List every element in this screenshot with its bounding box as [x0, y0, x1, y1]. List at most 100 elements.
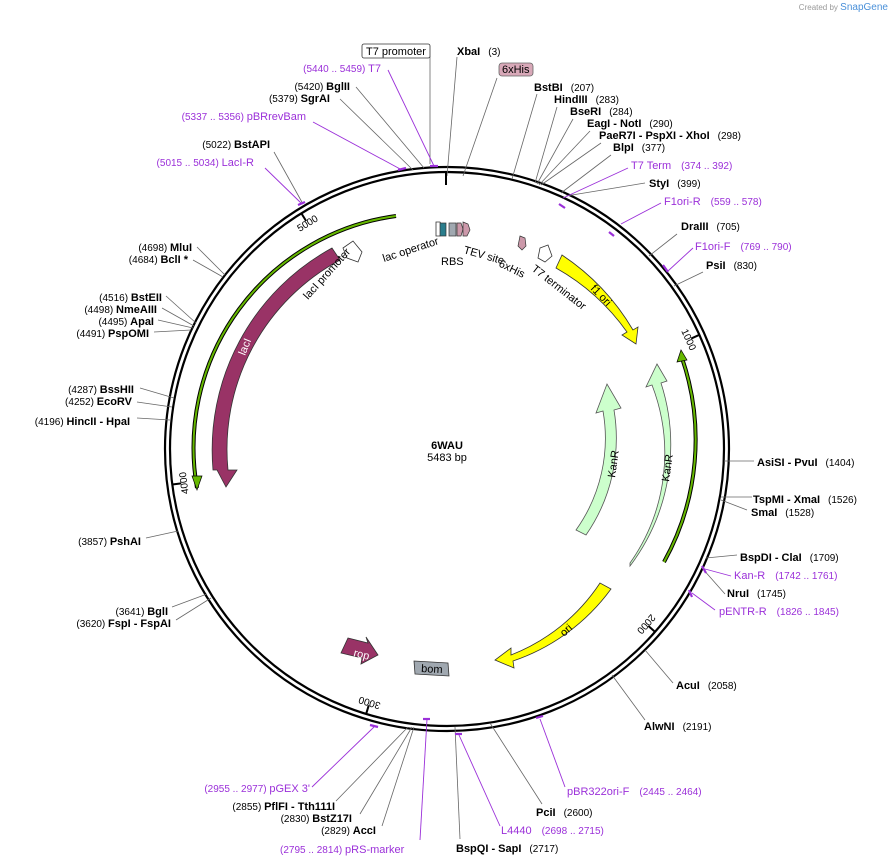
tick-label: 1000: [678, 328, 697, 353]
enzyme-label-bgli[interactable]: (3641) BglI: [116, 606, 168, 618]
primer-label-t7[interactable]: (5440 .. 5459) T7: [303, 63, 381, 75]
kanr-inner-arrow: [575, 383, 622, 536]
enzyme-label-apai[interactable]: (4495) ApaI: [98, 316, 154, 328]
enzyme-label-bcli[interactable]: (4684) BclI *: [129, 254, 189, 266]
enzyme-name: BstZ17I: [312, 813, 352, 825]
enzyme-label-nmeaiii[interactable]: (4498) NmeAIII: [84, 304, 157, 316]
enzyme-label-acui[interactable]: AcuI (2058): [676, 680, 737, 692]
enzyme-label-bstbi[interactable]: BstBI(207): [534, 82, 594, 94]
enzyme-name: StyI: [649, 178, 669, 190]
plasmid-name: 6WAU: [431, 440, 463, 452]
enzyme-name: AlwNI: [644, 721, 675, 733]
enzyme-name: BlpI: [613, 142, 634, 154]
enzyme-label-eagi[interactable]: EagI - NotI(290): [587, 118, 673, 130]
enzyme-position: (284): [609, 107, 632, 118]
features: [211, 221, 672, 677]
enzyme-position: (399): [677, 179, 700, 190]
enzyme-label-sgrai[interactable]: (5379) SgrAI: [269, 93, 330, 105]
enzyme-position: (5420): [294, 82, 326, 93]
backbone-outer-circle: [163, 165, 731, 733]
enzyme-label-pcii[interactable]: PciI(2600): [536, 807, 592, 819]
laci-orf-line: [192, 215, 397, 489]
enzyme-label-nrui[interactable]: NruI(1745): [727, 588, 786, 600]
primer-leader-pgex3: [311, 726, 375, 788]
primer-label-f1ori-f[interactable]: F1ori-F(769 .. 790): [695, 241, 792, 253]
enzyme-name: SmaI: [751, 507, 777, 519]
tick-mark-1000: [690, 333, 700, 340]
credit-text: Created by: [798, 3, 838, 12]
enzyme-label-ecorv[interactable]: (4252) EcoRV: [65, 396, 133, 408]
enzyme-label-bstz17i[interactable]: (2830) BstZ17I: [281, 813, 352, 825]
primer-label-t7-term[interactable]: T7 Term(374 .. 392): [631, 160, 732, 172]
enzyme-position: (2717): [529, 844, 558, 855]
enzyme-label-pflfi[interactable]: (2855) PflFI - Tth111I: [232, 801, 335, 813]
primer-label-pentr-r[interactable]: pENTR-R(1826 .. 1845): [719, 606, 839, 618]
enzyme-label-xbai[interactable]: XbaI(3): [457, 46, 500, 58]
enzyme-label-tspmi[interactable]: TspMI - XmaI(1526): [753, 494, 857, 506]
leader-lines: [136, 56, 754, 840]
enzyme-label-styi[interactable]: StyI (399): [649, 178, 701, 190]
enzyme-label-alwni[interactable]: AlwNI (2191): [644, 721, 711, 733]
primer-leader-kan-r: [704, 568, 732, 577]
tick-mark-3000: [365, 705, 370, 715]
primer-range: (2445 .. 2464): [639, 787, 701, 798]
enzyme-label-bsshii[interactable]: (4287) BssHII: [68, 384, 134, 396]
kanr-orf-line: [663, 357, 697, 563]
primer-label-pbrrevbam[interactable]: (5337 .. 5356) pBRrevBam: [182, 111, 306, 123]
enzyme-label-bsteii[interactable]: (4516) BstEII: [99, 292, 162, 304]
primer-leader-f1ori-r: [620, 202, 662, 225]
enzyme-label-asisi[interactable]: AsiSI - PvuI(1404): [757, 457, 854, 469]
enzyme-label-paer7i[interactable]: PaeR7I - PspXI - XhoI(298): [599, 130, 741, 142]
enzyme-name: DraIII: [681, 221, 709, 233]
leader-bspqi: [454, 726, 461, 840]
enzyme-name: NmeAIII: [116, 304, 157, 316]
primer-leader-t7: [387, 69, 435, 167]
primer-label-f1ori-r[interactable]: F1ori-R(559 .. 578): [664, 196, 762, 208]
primer-label-pbr322ori-f[interactable]: pBR322ori-F(2445 .. 2464): [567, 786, 702, 798]
leader-bstz17i: [359, 726, 413, 815]
enzyme-label-blpi[interactable]: BlpI(377): [613, 142, 665, 154]
primer-label-kan-r[interactable]: Kan-R(1742 .. 1761): [734, 570, 837, 582]
enzyme-position: (5379): [269, 94, 301, 105]
leader-fspi: [175, 597, 212, 621]
leader-bseri: [536, 118, 574, 185]
enzyme-label-bspdi[interactable]: BspDI - ClaI(1709): [740, 552, 839, 564]
enzyme-position: (2191): [683, 722, 712, 733]
primer-name: Kan-R: [734, 570, 765, 582]
enzyme-label-bspqi[interactable]: BspQI - SapI(2717): [456, 843, 558, 855]
enzyme-position: (3): [488, 47, 500, 58]
leader-bstbi: [511, 93, 538, 180]
primer-label-prs-marker[interactable]: (2795 .. 2814) pRS-marker: [280, 844, 405, 856]
enzyme-label-psii[interactable]: PsiI(830): [706, 260, 757, 272]
rbs-box: [439, 222, 447, 237]
enzyme-label-bseri[interactable]: BseRI(284): [570, 106, 633, 118]
enzyme-label-acci[interactable]: (2829) AccI: [321, 825, 376, 837]
primer-label-l4440[interactable]: L4440(2698 .. 2715): [501, 825, 604, 837]
enzyme-name: AcuI: [676, 680, 700, 692]
primer-name: pGEX 3': [269, 783, 310, 795]
enzyme-label-bstapi[interactable]: (5022) BstAPI: [202, 139, 270, 151]
feature-label: 6xHis: [497, 258, 527, 281]
leader-6xhis-top: [462, 77, 498, 177]
primer-name: T7: [368, 63, 381, 75]
tick-mark-4000: [172, 482, 182, 486]
enzyme-position: (2058): [708, 681, 737, 692]
tick-mark-2000: [647, 625, 656, 633]
leader-ecorv: [136, 401, 173, 408]
enzyme-label-pshai[interactable]: (3857) PshAI: [78, 536, 141, 548]
enzyme-position: (2829): [321, 826, 353, 837]
enzyme-label-draiii[interactable]: DraIII(705): [681, 221, 740, 233]
primer-label-laci-r[interactable]: (5015 .. 5034) LacI-R: [157, 157, 255, 169]
leader-bgli: [171, 593, 208, 608]
feature-label: KanR: [606, 449, 622, 478]
enzyme-label-mlui[interactable]: (4698) MluI: [138, 242, 192, 254]
enzyme-label-hindiii[interactable]: HindIII(283): [554, 94, 619, 106]
enzyme-label-pspomi[interactable]: (4491) PspOMI: [76, 328, 149, 340]
primer-label-pgex3[interactable]: (2955 .. 2977) pGEX 3': [204, 783, 310, 795]
enzyme-label-fspi[interactable]: (3620) FspI - FspAI: [76, 618, 171, 630]
enzyme-label-hincii[interactable]: (4196) HincII - HpaI: [35, 416, 130, 428]
t7-terminator-arrow: [537, 244, 553, 263]
enzyme-position: (1526): [828, 495, 857, 506]
enzyme-label-smai[interactable]: SmaI(1528): [751, 507, 814, 519]
enzyme-label-bglii[interactable]: (5420) BglII: [294, 81, 350, 93]
